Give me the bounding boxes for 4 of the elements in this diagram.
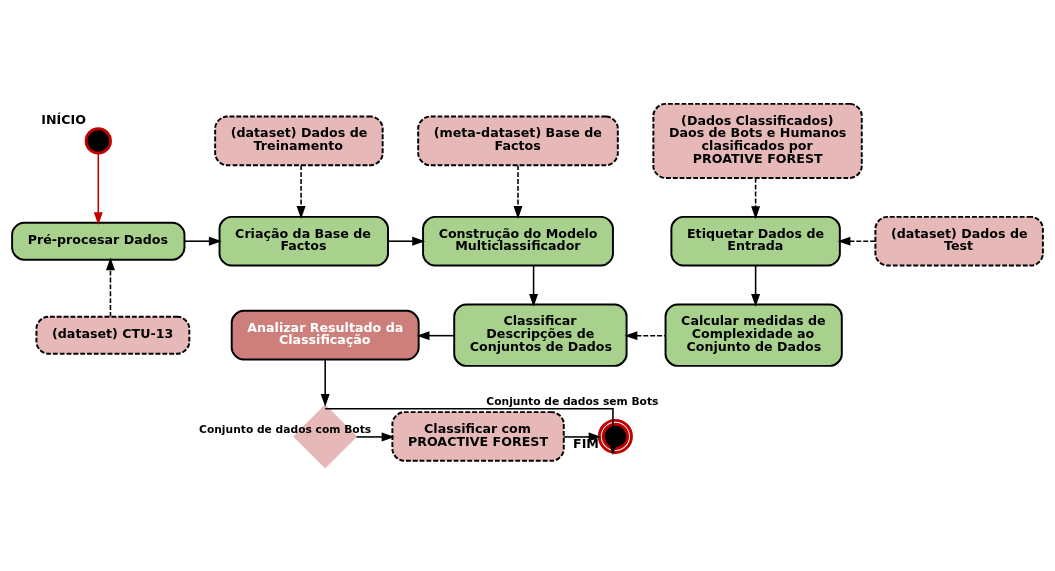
node-label: FIM bbox=[573, 435, 599, 451]
edge-label: Conjunto de dados com Bots bbox=[199, 422, 372, 436]
edge-label: Conjunto de dados sem Bots bbox=[486, 394, 659, 408]
node-label: INÍCIO bbox=[41, 111, 87, 127]
